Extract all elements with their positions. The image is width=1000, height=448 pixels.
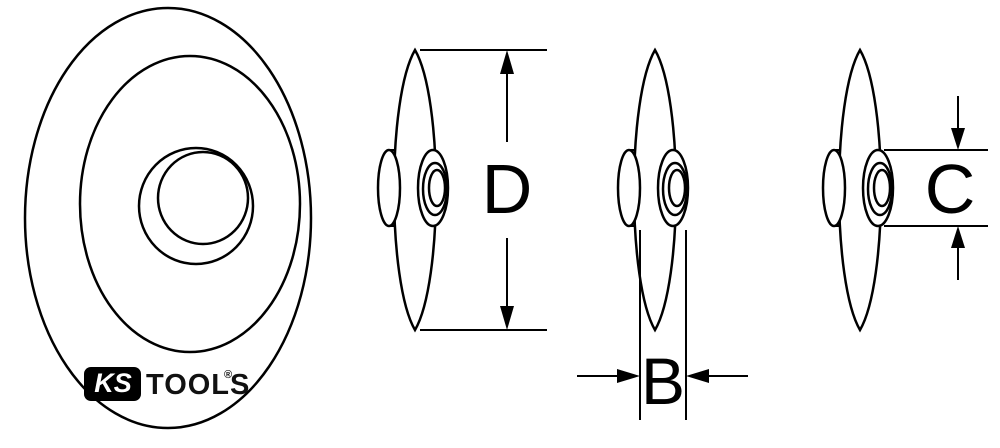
ks-tools-logo: KS TOOLS ® [84,367,250,401]
tools-logo-text: TOOLS [146,369,250,401]
arrow-left-icon [686,369,709,383]
hub-left-ellipse [376,148,402,228]
wheel-side-view-d [376,47,450,333]
dimension-c-label: C [925,150,976,228]
bore-inner-ellipse [872,168,892,208]
wheel-bore-inner [156,150,250,246]
dimension-c: C [884,96,988,280]
cutting-disc-profile [392,47,438,333]
arrow-right-icon [617,369,640,383]
wheel-side-view-b [616,47,690,333]
wheel-side-view-c [821,47,895,333]
hub-left-ellipse [616,148,642,228]
arrow-down-icon [951,128,965,150]
hub-left-ellipse [821,148,847,228]
arrow-up-icon [500,50,514,74]
dimension-d-label: D [482,150,533,228]
arrow-up-icon [951,226,965,248]
cutting-disc-profile [632,47,678,333]
bore-inner-ellipse [427,168,447,208]
dimension-b: B [577,230,748,420]
ks-logo-badge [84,367,141,401]
dimension-d: D [420,49,547,331]
wheel-front-view: KS TOOLS ® [23,6,313,430]
arrow-down-icon [500,306,514,330]
bore-inner-ellipse [667,168,687,208]
cutting-disc-profile [837,47,883,333]
ks-logo-text: KS [94,368,132,398]
dimension-b-label: B [641,344,685,418]
registered-trademark: ® [224,369,232,381]
